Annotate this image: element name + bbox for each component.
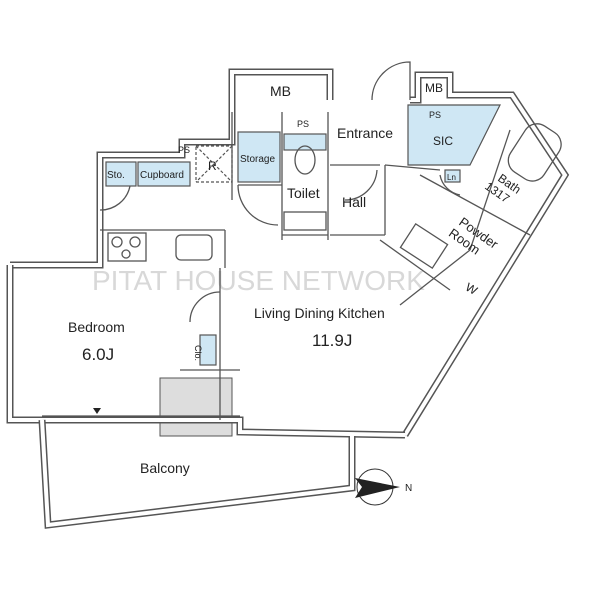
- label-washer: W: [463, 280, 480, 298]
- storage-area: [237, 131, 281, 183]
- toilet-bowl-icon: [294, 145, 316, 175]
- compass-label: N: [405, 483, 412, 494]
- closet-area: [199, 334, 217, 366]
- label-ps-sic: PS: [429, 110, 441, 120]
- label-closet: Clo.: [193, 345, 203, 361]
- cupboard-area: [137, 161, 191, 187]
- label-hall: Hall: [342, 194, 366, 210]
- label-ldk-size: 11.9J: [312, 331, 352, 350]
- label-bedroom: Bedroom: [68, 319, 125, 335]
- label-cupboard: Cupboard: [140, 170, 184, 181]
- label-bedroom-size: 6.0J: [82, 345, 114, 364]
- interior-walls: [100, 112, 531, 420]
- washbasin-icon: [399, 223, 449, 269]
- compass-north-icon: N: [355, 468, 412, 506]
- label-toilet: Toilet: [287, 185, 320, 201]
- label-sic: SIC: [433, 134, 453, 148]
- label-entrance: Entrance: [337, 125, 393, 141]
- bathtub-icon: [507, 123, 562, 182]
- label-ldk: Living Dining Kitchen: [254, 305, 385, 321]
- fridge-space: [195, 145, 233, 183]
- doors[interactable]: [99, 61, 461, 323]
- outdoor-unit-area: [159, 377, 233, 437]
- label-mb: MB: [270, 83, 291, 99]
- label-ps-left: PS: [178, 145, 190, 155]
- label-ps: PS: [297, 119, 309, 129]
- sink-icon: [175, 234, 213, 261]
- label-mb-2: MB: [425, 81, 443, 95]
- linen-area: [444, 169, 461, 183]
- watermark: PITAT HOUSE NETWORK: [92, 265, 425, 296]
- sic-area: [407, 104, 501, 166]
- label-storage: Storage: [240, 154, 275, 165]
- stove-icon: [107, 232, 147, 262]
- entrance-marker-icon: [93, 408, 101, 414]
- label-sto: Sto.: [107, 170, 125, 181]
- label-linen: Ln: [447, 173, 456, 182]
- label-fridge: R: [208, 159, 217, 173]
- sto-area: [105, 161, 137, 187]
- toilet-tank: [283, 133, 327, 151]
- label-balcony: Balcony: [140, 460, 190, 476]
